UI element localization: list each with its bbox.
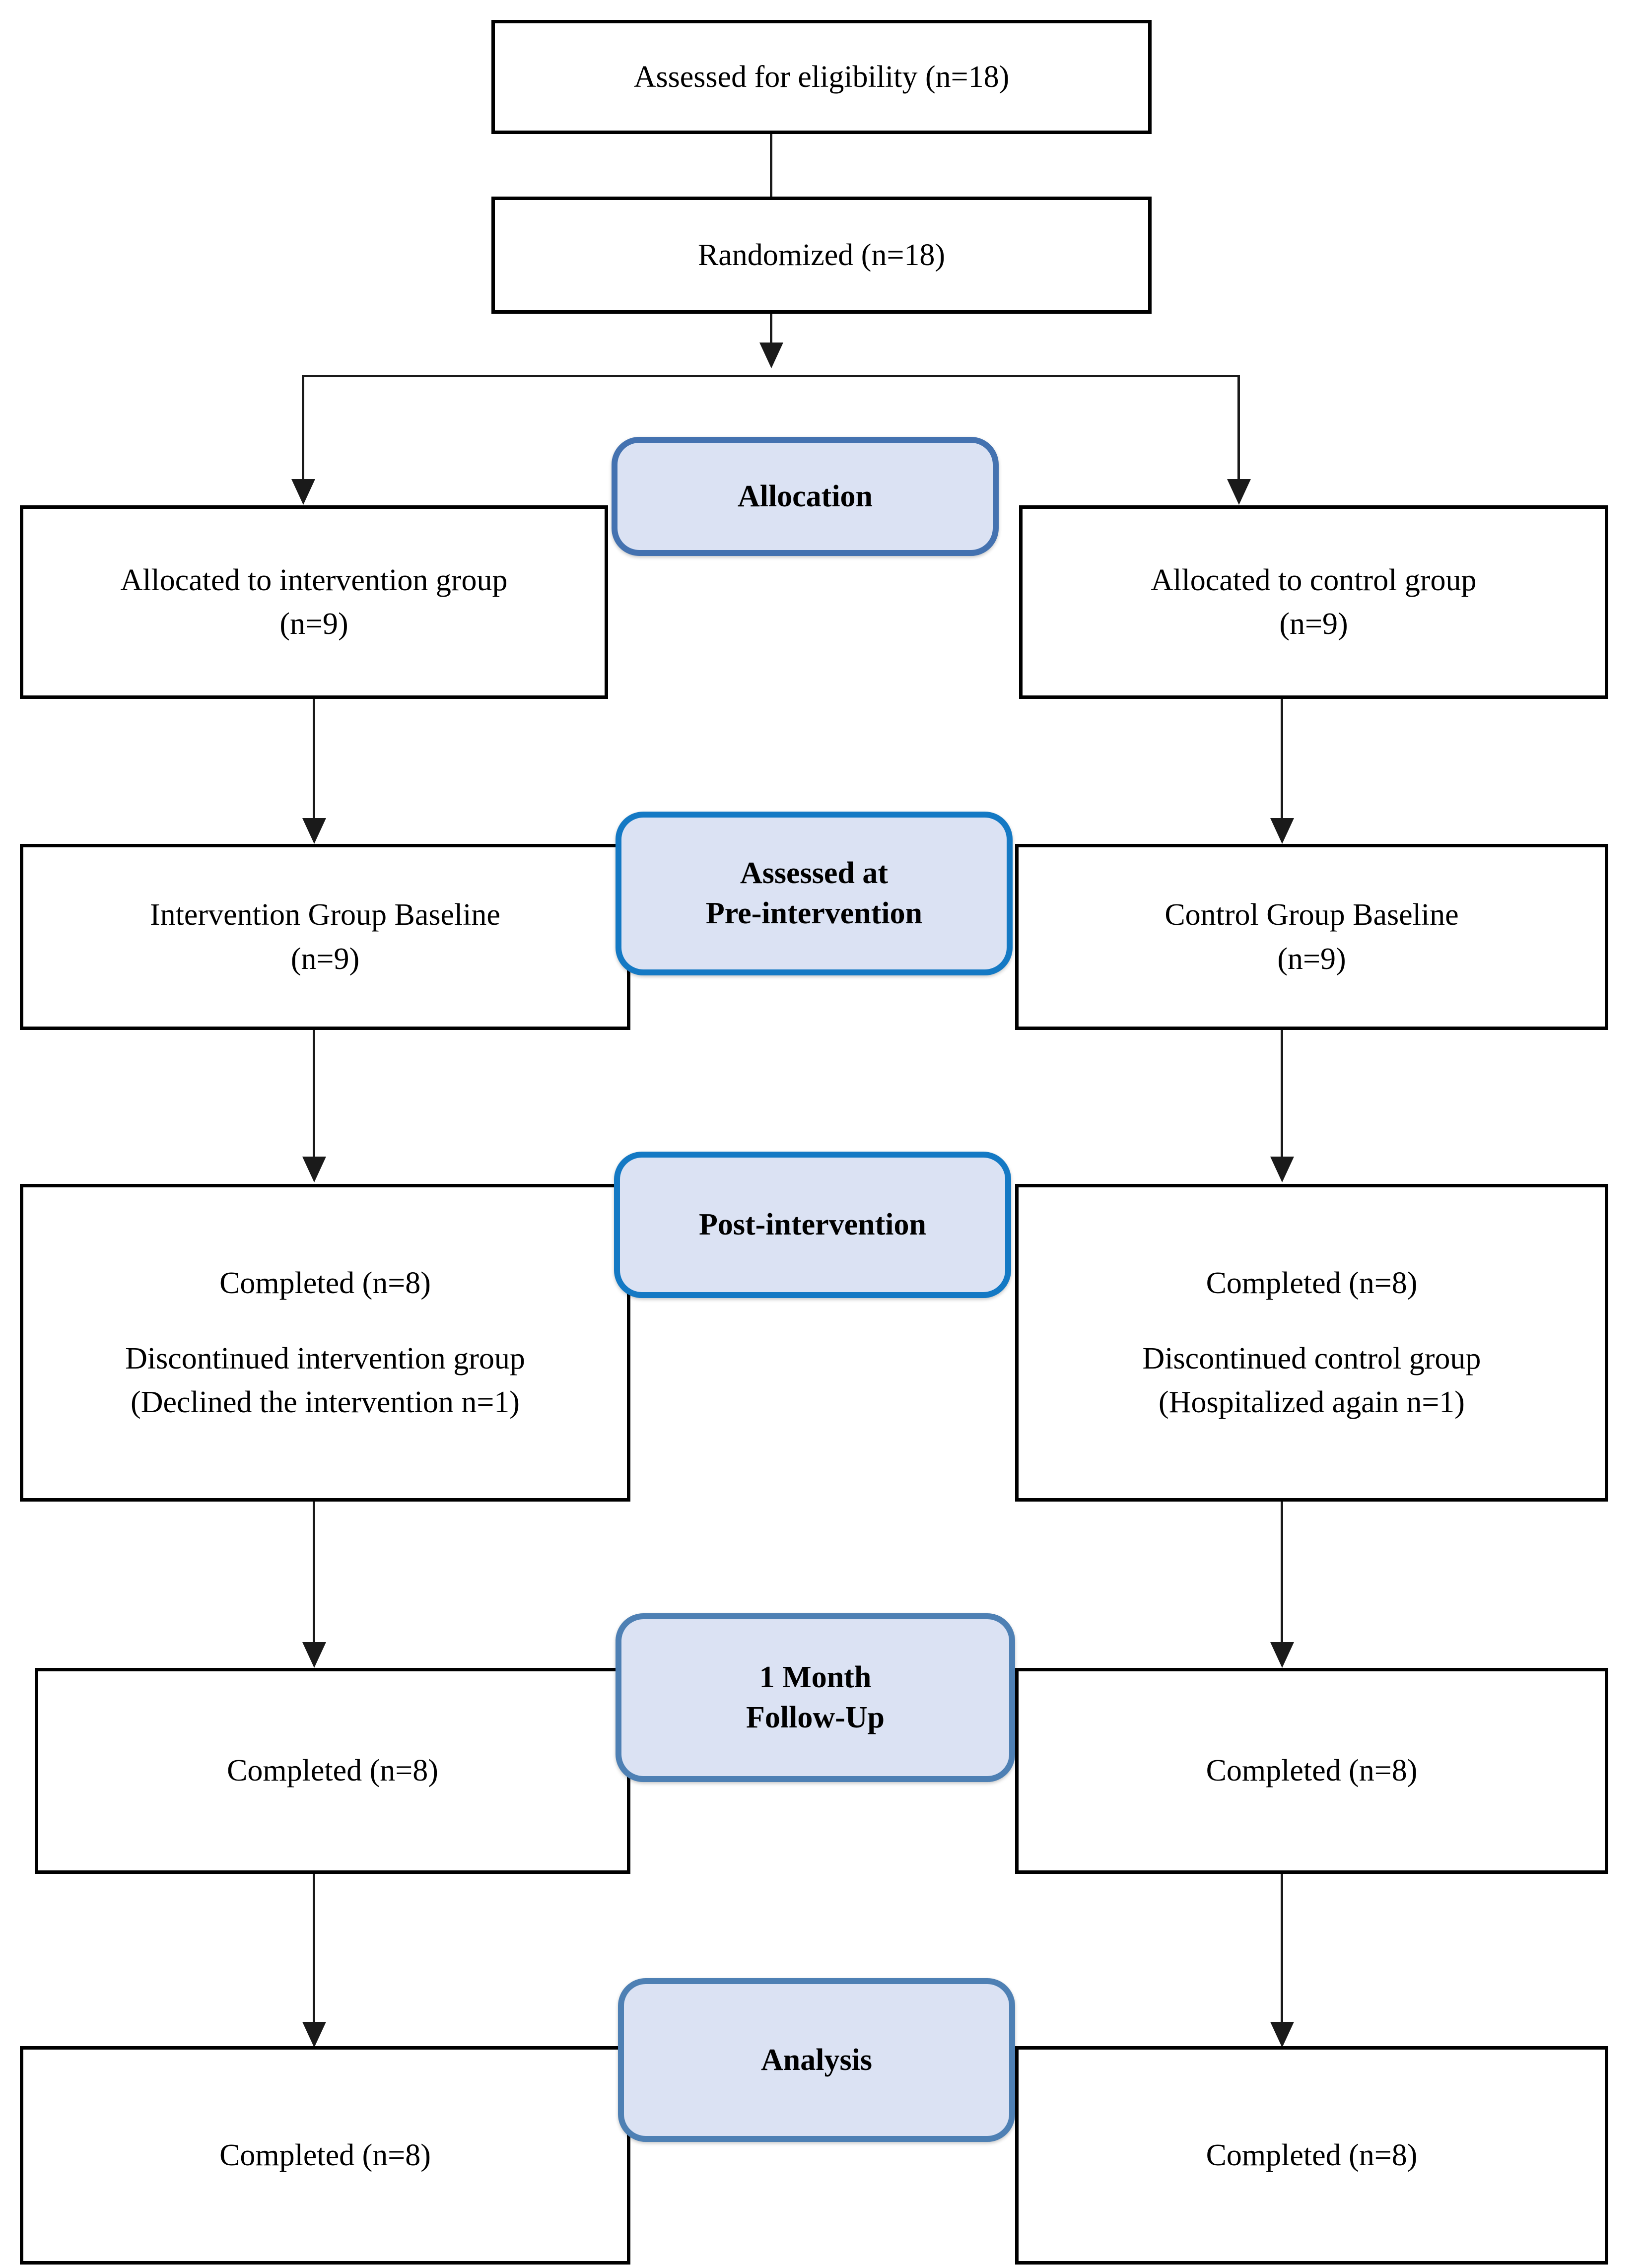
stage-text: Allocation: [737, 479, 873, 513]
node-analysis-control-group: Completed (n=8): [1015, 2046, 1608, 2265]
node-text-line2: Discontinued intervention group: [125, 1341, 525, 1375]
connector-split-right-drop: [1237, 375, 1240, 484]
connector-split-left-drop: [302, 375, 304, 484]
connector-baseline-left-to-post-left: [313, 1030, 315, 1162]
node-text-line1: Control Group Baseline: [1164, 898, 1459, 932]
node-text: Completed (n=8): [1206, 2138, 1418, 2172]
stage-label-post-intervention: Post-intervention: [614, 1152, 1011, 1298]
arrowhead-baseline-right-icon: [1270, 818, 1294, 844]
arrowhead-followup-left-icon: [302, 1642, 326, 1668]
connector-followup-right-to-analysis-right: [1281, 1874, 1283, 2025]
node-text: Completed (n=8): [219, 2138, 431, 2172]
node-text: Assessed for eligibility (n=18): [633, 60, 1010, 94]
node-randomized: Randomized (n=18): [491, 197, 1152, 314]
connector-randomized-stem: [770, 314, 772, 345]
connector-baseline-right-to-post-right: [1281, 1030, 1283, 1162]
node-text-line3: (Hospitalized again n=1): [1159, 1385, 1465, 1420]
stage-label-pre-intervention: Assessed at Pre-intervention: [616, 812, 1013, 975]
node-post-intervention-control-group: Completed (n=8) Discontinued control gro…: [1015, 1184, 1608, 1502]
connector-eligibility-to-randomized: [770, 134, 772, 197]
node-text-line1: Completed (n=8): [219, 1266, 431, 1300]
node-intervention-group-baseline: Intervention Group Baseline (n=9): [20, 844, 630, 1030]
stage-label-allocation: Allocation: [612, 437, 999, 556]
connector-split-horizontal: [302, 375, 1240, 377]
node-text-line2: Discontinued control group: [1142, 1341, 1481, 1375]
node-text-line2: (n=9): [279, 607, 348, 641]
arrowhead-alloc-left-icon: [291, 479, 315, 505]
node-followup-intervention-group: Completed (n=8): [35, 1668, 630, 1874]
node-assessed-for-eligibility: Assessed for eligibility (n=18): [491, 20, 1152, 134]
arrowhead-randomized-stem-icon: [759, 343, 783, 368]
stage-label-one-month-follow-up: 1 Month Follow-Up: [616, 1613, 1015, 1782]
node-text-line2: (n=9): [1279, 607, 1348, 641]
node-text: Completed (n=8): [227, 1754, 438, 1788]
node-text-line1: Intervention Group Baseline: [150, 898, 500, 932]
connector-alloc-left-to-baseline-left: [313, 699, 315, 823]
arrowhead-post-left-icon: [302, 1157, 326, 1182]
stage-text-line2: Pre-intervention: [705, 896, 923, 930]
arrowhead-followup-right-icon: [1270, 1642, 1294, 1668]
node-followup-control-group: Completed (n=8): [1015, 1668, 1608, 1874]
node-allocated-control-group: Allocated to control group (n=9): [1019, 505, 1608, 699]
arrowhead-baseline-left-icon: [302, 818, 326, 844]
stage-text-line2: Follow-Up: [746, 1701, 885, 1734]
node-text: Completed (n=8): [1206, 1754, 1418, 1788]
connector-followup-left-to-analysis-left: [313, 1874, 315, 2025]
arrowhead-analysis-right-icon: [1270, 2022, 1294, 2048]
connector-post-left-to-followup-left: [313, 1502, 315, 1646]
connector-post-right-to-followup-right: [1281, 1502, 1283, 1646]
stage-text: Analysis: [761, 2043, 872, 2077]
node-text-line1: Completed (n=8): [1206, 1266, 1418, 1300]
arrowhead-analysis-left-icon: [302, 2022, 326, 2048]
node-text-line3: (Declined the intervention n=1): [131, 1385, 520, 1420]
node-text-line1: Allocated to control group: [1151, 563, 1477, 597]
node-text: Randomized (n=18): [697, 238, 946, 272]
node-allocated-intervention-group: Allocated to intervention group (n=9): [20, 505, 608, 699]
node-analysis-intervention-group: Completed (n=8): [20, 2046, 630, 2265]
node-control-group-baseline: Control Group Baseline (n=9): [1015, 844, 1608, 1030]
stage-text: Post-intervention: [698, 1208, 927, 1242]
node-post-intervention-intervention-group: Completed (n=8) Discontinued interventio…: [20, 1184, 630, 1502]
node-text-line1: Allocated to intervention group: [120, 563, 508, 597]
arrowhead-post-right-icon: [1270, 1157, 1294, 1182]
stage-text-line1: 1 Month: [759, 1660, 872, 1695]
stage-text-line1: Assessed at: [740, 856, 888, 891]
connector-alloc-right-to-baseline-right: [1281, 699, 1283, 823]
stage-label-analysis: Analysis: [618, 1978, 1015, 2142]
node-text-line2: (n=9): [1277, 942, 1346, 976]
arrowhead-alloc-right-icon: [1227, 479, 1251, 505]
node-text-line2: (n=9): [290, 942, 360, 976]
